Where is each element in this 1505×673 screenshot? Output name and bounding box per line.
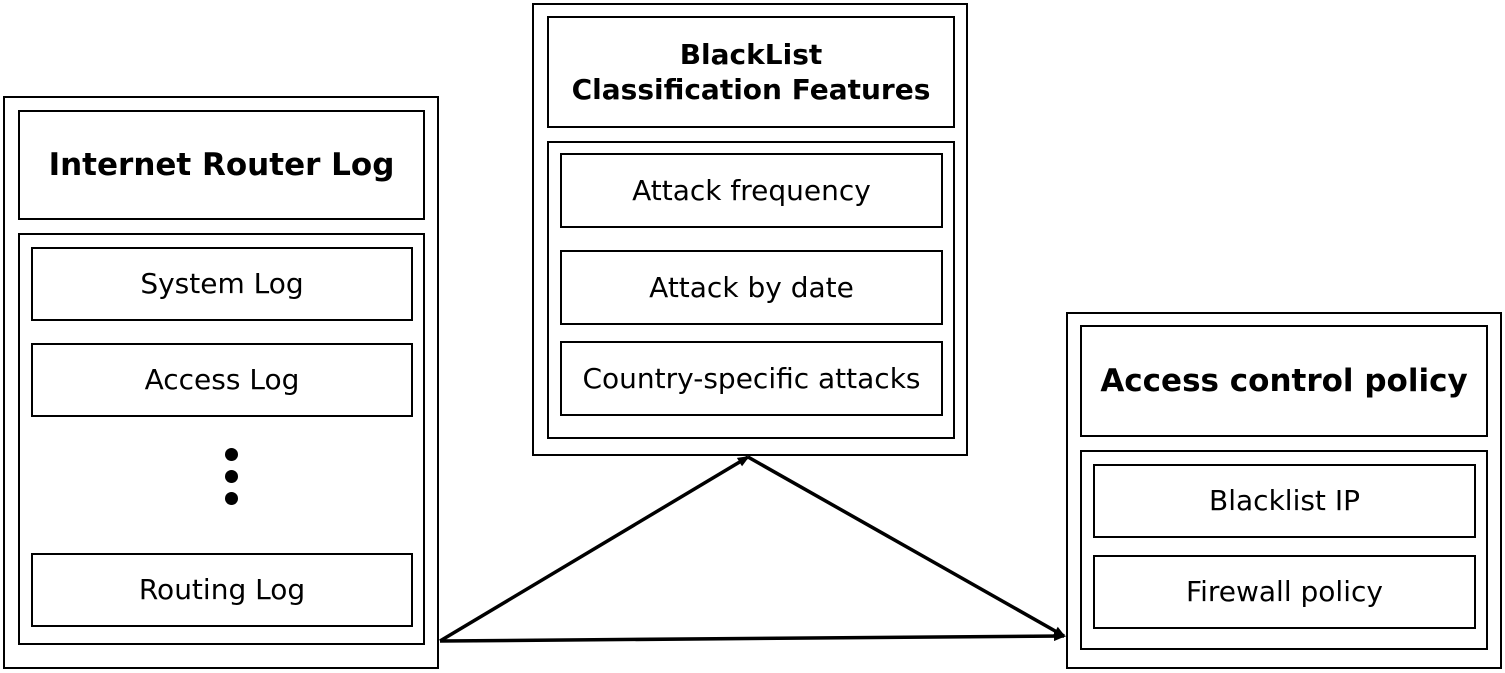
arrow-blacklist-to-policy — [747, 455, 1066, 638]
arrow-router-to-policy — [439, 631, 1066, 643]
router-log-title: Internet Router Log — [18, 110, 425, 220]
router-log-item-system: System Log — [31, 247, 413, 321]
router-log-item-label: Access Log — [144, 363, 300, 397]
blacklist-title-line1: BlackList — [679, 38, 823, 71]
blacklist-title-line2: Classification Features — [571, 73, 931, 106]
blacklist-item-country: Country-specific attacks — [560, 341, 943, 416]
ellipsis-dots-icon — [225, 448, 239, 514]
router-log-item-routing: Routing Log — [31, 553, 413, 627]
access-policy-item-blacklist-ip: Blacklist IP — [1093, 464, 1476, 538]
router-log-item-access: Access Log — [31, 343, 413, 417]
access-policy-title-text: Access control policy — [1100, 362, 1468, 399]
blacklist-item-label: Attack frequency — [632, 173, 871, 207]
router-log-title-text: Internet Router Log — [48, 146, 395, 183]
access-policy-item-label: Firewall policy — [1186, 575, 1383, 609]
access-policy-item-label: Blacklist IP — [1209, 484, 1360, 518]
arrow-router-to-blacklist — [439, 455, 750, 643]
blacklist-item-frequency: Attack frequency — [560, 153, 943, 228]
blacklist-item-date: Attack by date — [560, 250, 943, 325]
access-policy-title: Access control policy — [1080, 325, 1488, 437]
router-log-item-label: Routing Log — [138, 573, 306, 607]
blacklist-item-label: Country-specific attacks — [582, 361, 921, 395]
blacklist-title: BlackList Classification Features — [547, 16, 955, 128]
access-policy-item-firewall: Firewall policy — [1093, 555, 1476, 629]
router-log-item-label: System Log — [140, 267, 304, 301]
blacklist-item-label: Attack by date — [649, 270, 854, 304]
